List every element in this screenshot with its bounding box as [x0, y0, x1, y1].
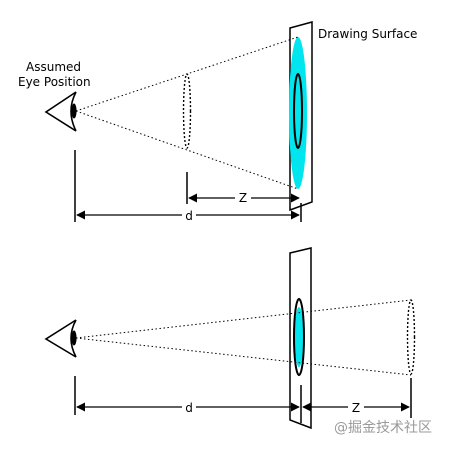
watermark-text: @掘金技术社区 — [334, 420, 432, 436]
bottom-panel: d Z — [44, 247, 416, 430]
drawing-surface-label: Drawing Surface — [318, 27, 417, 41]
object-on-surface — [293, 298, 305, 376]
object-outline — [406, 299, 416, 375]
z-label-top: Z — [239, 191, 247, 205]
sight-line-bottom — [75, 110, 299, 190]
sight-line-top — [75, 299, 412, 339]
eye-position-label-line1: Assumed — [26, 60, 81, 74]
object-outline — [182, 73, 192, 149]
projected-image — [294, 307, 304, 367]
z-label-bottom: Z — [352, 401, 360, 415]
object-on-surface — [293, 73, 303, 149]
sight-line-bottom — [75, 337, 412, 376]
d-label-top: d — [185, 209, 193, 223]
eye-icon — [44, 91, 77, 132]
projected-image — [289, 37, 307, 189]
eye-position-label-line2: Eye Position — [18, 75, 91, 89]
drawing-surface-plane — [289, 247, 312, 430]
eye-icon — [44, 319, 77, 358]
top-panel: Assumed Eye Position Drawing Surface Z — [18, 21, 417, 223]
drawing-surface-plane — [289, 21, 313, 212]
d-label-bottom: d — [185, 401, 193, 415]
